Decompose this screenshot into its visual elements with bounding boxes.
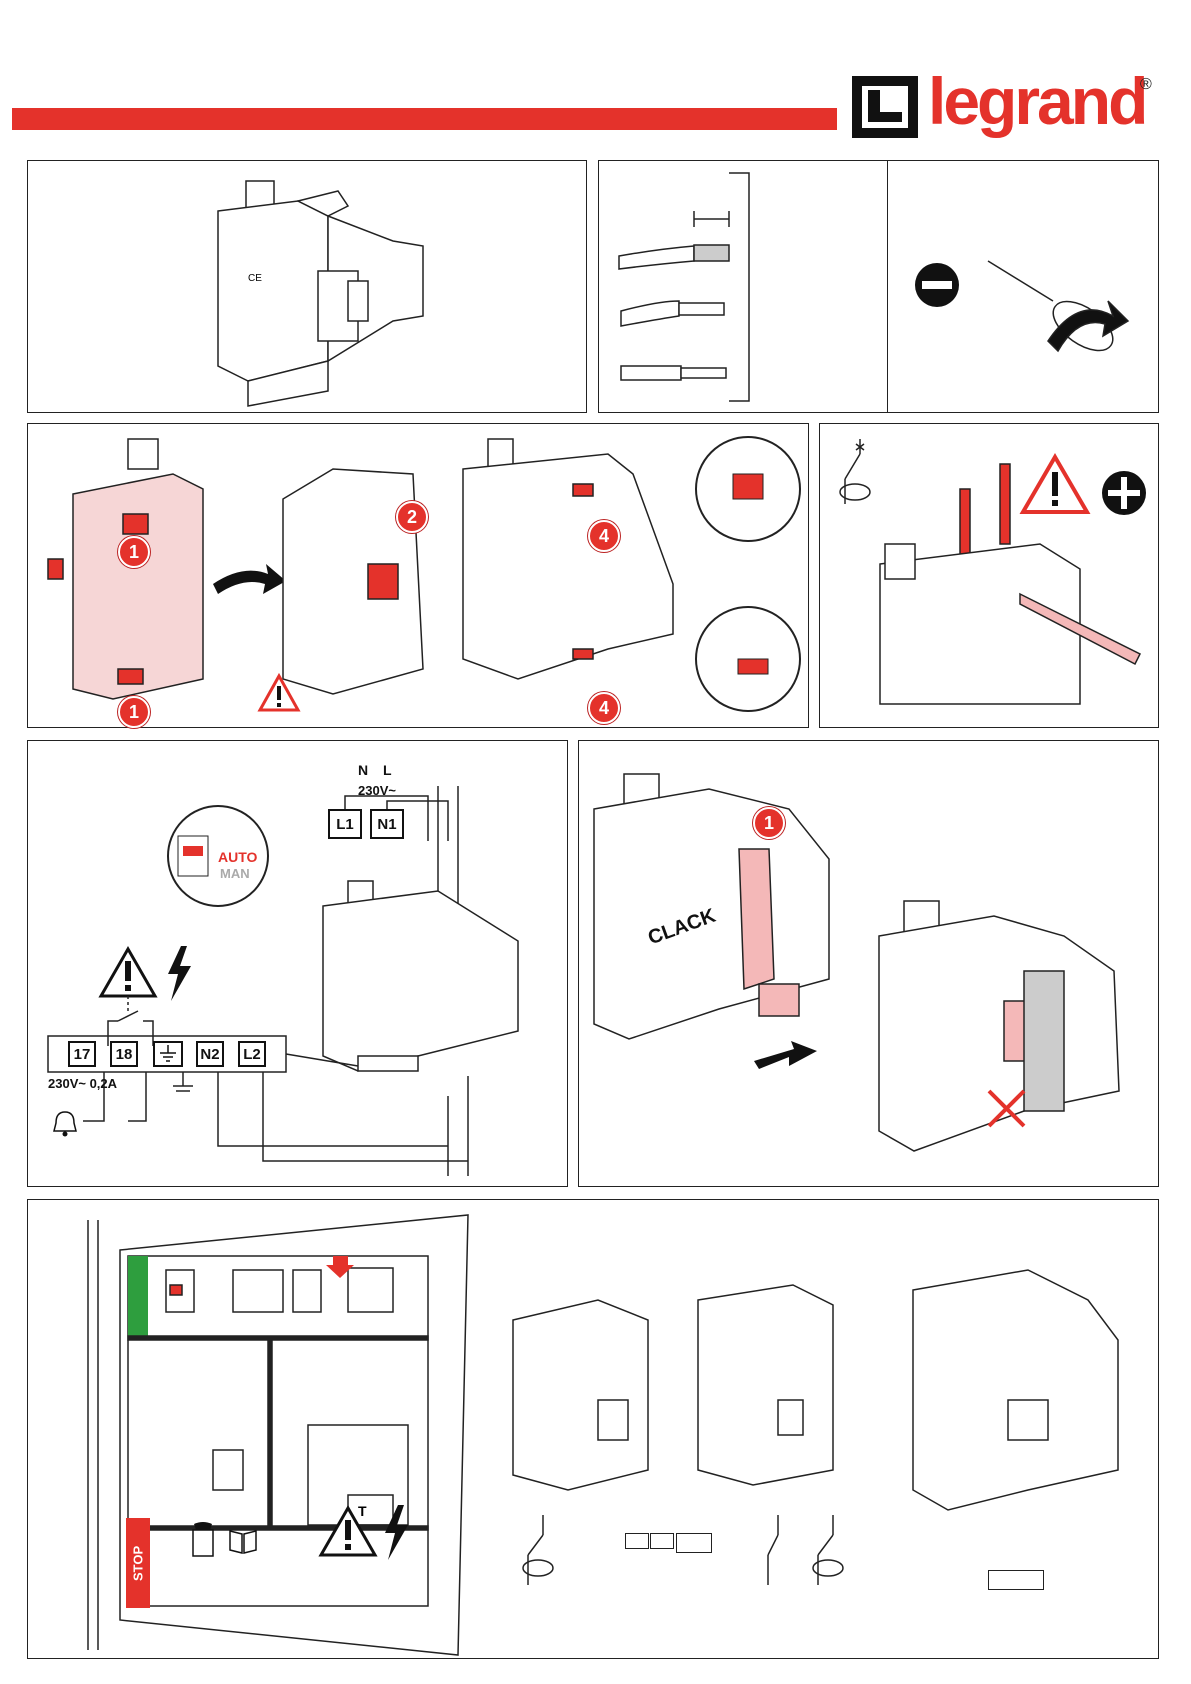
combined-device-illustration	[458, 434, 698, 704]
step-badge: 4	[588, 692, 620, 724]
manual-book-icon	[228, 1525, 258, 1555]
front-label-illustration: T	[58, 1210, 498, 1655]
step-badge: 1	[118, 536, 150, 568]
screwdriver-illustration	[983, 256, 1133, 366]
panel-padlock: 1 CLACK	[578, 740, 1159, 1187]
step-badge: 1	[118, 696, 150, 728]
locked-device-illustration	[874, 891, 1144, 1181]
warning-icon	[258, 674, 300, 712]
zoom-detail-top	[693, 434, 803, 544]
product-illustration: CE	[218, 171, 458, 411]
zoom-detail-bottom	[693, 604, 803, 714]
panel-wire-strip	[598, 160, 888, 413]
mode-man-label: MAN	[220, 866, 250, 881]
empty-box	[676, 1533, 712, 1553]
aux-rating-label: 230V~ 0,2A	[48, 1076, 117, 1091]
registered-mark: ®	[1140, 76, 1152, 94]
mode-auto-label: AUTO	[218, 849, 257, 865]
variant-combined-illustration	[908, 1260, 1138, 1510]
phone-icon	[188, 1520, 218, 1560]
stop-label: STOP	[126, 1518, 150, 1608]
wire-strip-illustration	[599, 161, 889, 414]
svg-text:CE: CE	[248, 273, 262, 284]
neutral-label: N	[358, 762, 368, 778]
panel-assembly: 1 1 2 4 4	[27, 423, 809, 728]
push-arrow-icon	[749, 1041, 819, 1071]
device-illustration	[318, 871, 558, 1061]
warning-icon	[318, 1505, 378, 1560]
step-badge: 4	[588, 520, 620, 552]
warning-icon	[98, 946, 158, 1001]
empty-box	[650, 1533, 674, 1549]
empty-box	[988, 1570, 1044, 1590]
lightning-icon	[380, 1505, 410, 1560]
padlock-device-illustration	[589, 749, 859, 1079]
legrand-logo-icon	[852, 76, 922, 142]
empty-box	[625, 1533, 649, 1549]
variant-rcd-illustration	[508, 1280, 658, 1500]
panel-screw-terminal	[819, 423, 1159, 728]
lightning-icon	[163, 946, 193, 1001]
variant-rcbo-illustration	[693, 1270, 893, 1500]
auxiliary-module-illustration	[43, 434, 213, 714]
header-red-bar	[12, 108, 837, 130]
bell-icon	[50, 1109, 80, 1139]
breaker-illustration	[273, 439, 473, 709]
panel-product-overview: CE	[27, 160, 587, 413]
step-badge: 1	[753, 807, 785, 839]
panel-stop-and-variants: T STOP	[27, 1199, 1159, 1659]
brand-name: legrand	[928, 68, 1145, 134]
output-wiring-lines	[48, 1036, 548, 1176]
panel-screwdriver-flat	[887, 160, 1159, 413]
line-label: L	[383, 762, 392, 778]
screwdriver-flat-icon	[913, 261, 961, 309]
rcd-symbol	[518, 1510, 568, 1590]
panel-wiring: N L 230V~ L1 N1 AUTO MAN	[27, 740, 568, 1187]
rcbo-symbol	[763, 1510, 863, 1590]
step-badge: 2	[396, 501, 428, 533]
terminal-illustration	[860, 444, 1150, 724]
